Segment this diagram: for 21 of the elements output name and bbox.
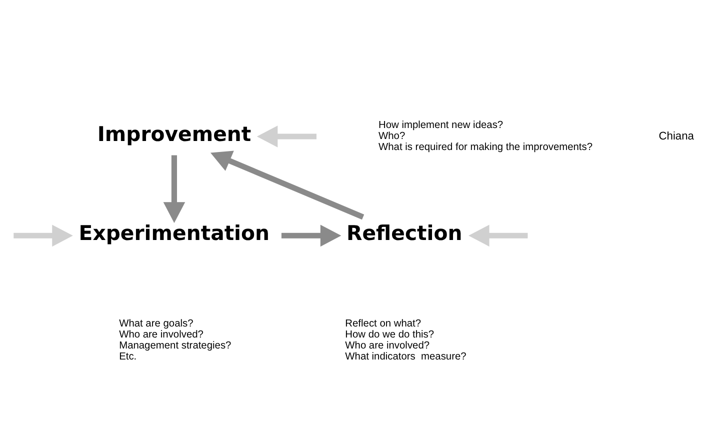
- arrow: [281, 224, 342, 247]
- node-label: What is required for making the improvements?: [378, 142, 593, 154]
- node-label: Management strategies?: [119, 340, 232, 352]
- arrow: [468, 224, 528, 247]
- label: Chiana: [658, 130, 694, 142]
- node-label: How do we do this?: [345, 329, 434, 340]
- node-label: How implement new ideas?: [378, 120, 504, 131]
- node-label: Etc.: [119, 352, 137, 363]
- node-text: Improvement: [97, 122, 252, 146]
- node-label: Who are involved?: [345, 340, 430, 352]
- node-label: Who are involved?: [119, 329, 204, 340]
- node-label: Reflect on what?: [345, 318, 422, 330]
- node-text: Experimentation: [78, 220, 270, 245]
- arrow: [163, 155, 186, 223]
- arrow: [14, 224, 73, 247]
- arrow: [210, 150, 364, 220]
- node-label: What are goals?: [119, 318, 194, 330]
- arrow: [256, 126, 316, 148]
- node-label: What indicators measure?: [345, 352, 466, 363]
- node-label: Who?: [378, 131, 406, 142]
- node-text: Reflection: [346, 220, 462, 245]
